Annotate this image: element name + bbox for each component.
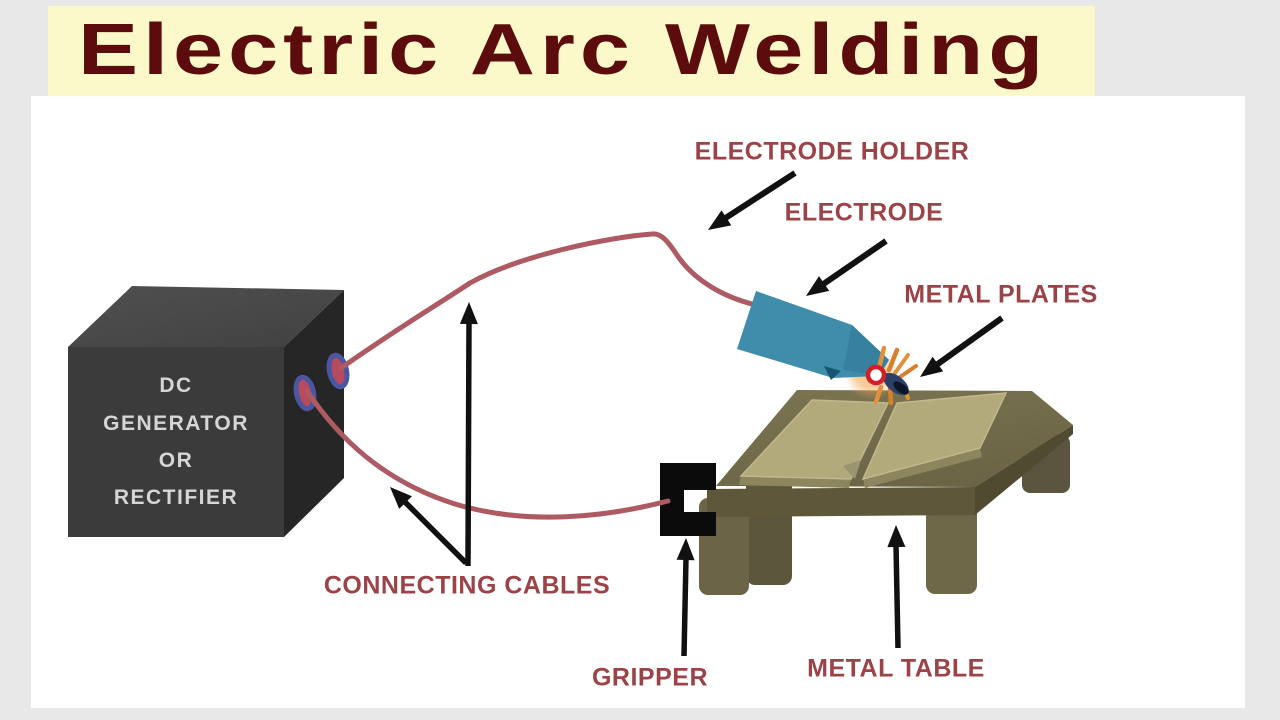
table-leg-front-right <box>926 498 977 594</box>
electrode-tip-shade <box>843 325 889 376</box>
spark <box>873 384 884 405</box>
connecting-cables-arrow-vertical <box>459 302 478 567</box>
electrode-arrow <box>806 238 888 296</box>
gripper-arrow <box>676 538 695 657</box>
metal-plate-left <box>739 399 890 480</box>
arrow-head <box>676 538 695 561</box>
connecting-cable-lower <box>304 388 671 520</box>
gripper-clamp <box>660 463 716 536</box>
spark <box>876 345 887 371</box>
title-banner: Electric Arc Welding <box>48 6 1095 96</box>
arrow-head <box>390 487 412 509</box>
spark <box>886 347 900 373</box>
arrow-head <box>920 356 944 377</box>
electrode-holder-assembly <box>737 291 918 406</box>
arrow-shaft <box>820 238 888 288</box>
label-gripper: GRIPPER <box>591 663 709 692</box>
weld-seam-glint <box>843 460 861 479</box>
generator-right-face <box>284 290 344 537</box>
label-electrode-holder: ELECTRODE HOLDER <box>694 137 970 166</box>
connecting-cables-arrow-diagonal <box>390 487 468 565</box>
spark <box>898 364 918 379</box>
metal-table-arrow <box>887 525 906 649</box>
electrode-holder-arrow <box>708 170 797 230</box>
spark <box>887 385 894 406</box>
metal-plate-right <box>861 392 1008 481</box>
table-right-edge <box>975 425 1073 515</box>
metal-plates-arrow <box>920 315 1004 377</box>
arrow-shaft <box>893 544 901 649</box>
arrow-shaft <box>933 315 1004 369</box>
arrow-shaft <box>401 498 468 565</box>
arrow-head <box>459 302 478 325</box>
generator-top-face <box>68 286 344 347</box>
metal-plate-right-edge <box>863 448 982 488</box>
arrow-head <box>887 525 906 548</box>
electrode-notch <box>824 366 841 380</box>
arrow-shaft <box>722 170 797 222</box>
generator-front-face <box>68 347 284 537</box>
dc-generator-box <box>68 286 350 537</box>
arrow-head <box>806 276 830 296</box>
table-front-edge <box>707 487 975 517</box>
generator-terminal-lower <box>293 374 317 412</box>
generator-terminal-upper <box>326 352 350 390</box>
label-connecting-cables: CONNECTING CABLES <box>323 571 611 600</box>
arrow-shaft <box>465 321 472 567</box>
metal-plate-left-edge <box>739 476 851 488</box>
label-electrode: ELECTRODE <box>784 198 944 227</box>
arrow-head <box>708 210 732 230</box>
spark <box>893 353 910 375</box>
arrow-shaft <box>681 557 689 657</box>
arc-spot <box>865 364 887 386</box>
label-metal-table: METAL TABLE <box>807 654 985 683</box>
label-metal-plates: METAL PLATES <box>904 280 1098 309</box>
page-title: Electric Arc Welding <box>78 10 1049 90</box>
annotation-arrows <box>390 170 1004 657</box>
weld-slag-core <box>893 381 909 395</box>
connecting-cable-upper <box>338 231 759 371</box>
metal-table <box>699 390 1073 595</box>
generator-label: DC GENERATOR OR RECTIFIER <box>103 374 249 510</box>
